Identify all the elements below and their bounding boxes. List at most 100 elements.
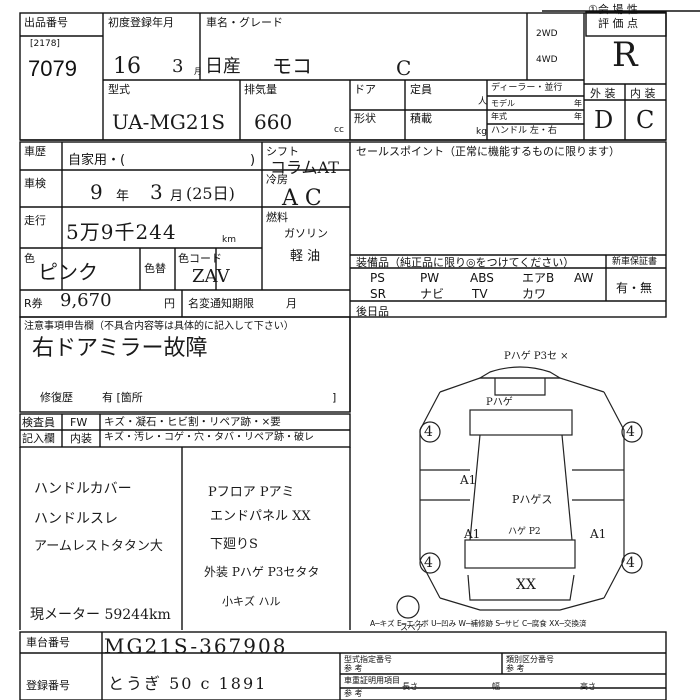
recycle-label: R券 — [24, 297, 43, 310]
capacity-unit: 人 — [478, 97, 488, 107]
model-year-label: モデル — [491, 99, 515, 108]
lot-number: 7079 — [28, 56, 77, 81]
first-reg-year: 16 — [113, 54, 141, 79]
displacement-unit: cc — [334, 125, 344, 135]
length-label: 長さ — [402, 682, 418, 691]
height-label: 高さ — [580, 682, 596, 691]
chassis-value: MG21S-367908 — [104, 634, 288, 658]
load-unit: kg — [476, 127, 487, 137]
shift-value: コラムAT — [270, 158, 339, 177]
dealer-label: ディーラー・並行 — [491, 83, 563, 93]
mileage-unit: km — [222, 235, 236, 245]
diagram-mark: 4 — [626, 555, 635, 571]
interior-label: 内 装 — [630, 87, 656, 100]
displacement-label: 排気量 — [244, 83, 277, 96]
capacity-label: 定員 — [410, 83, 432, 96]
color-label: 色 — [24, 252, 35, 265]
mileage-value: 5万9千244 — [66, 220, 177, 244]
usage-label: 車歴 — [24, 145, 46, 158]
year-label: 年式 — [491, 112, 507, 121]
car-model: モコ — [272, 54, 312, 78]
car-maker: 日産 — [205, 56, 241, 77]
lot-sub-number: [2178] — [30, 39, 60, 49]
comment-line: 現メーター 59244km — [30, 607, 171, 623]
comment-line: Pフロア Pアミ — [208, 485, 295, 500]
notice-unit: 月 — [286, 297, 297, 310]
equip-airbag: エアB — [522, 271, 555, 285]
exterior-label: 外 装 — [590, 87, 616, 100]
comment-line: アームレストタタン大 — [34, 539, 163, 554]
equip-tv: TV — [472, 287, 488, 301]
equip-leather: カワ — [522, 287, 547, 301]
fuel-label: 燃料 — [266, 211, 288, 224]
chassis-label: 車台番号 — [26, 636, 70, 649]
diagram-mark: Pハゲ P3セ × — [504, 351, 569, 362]
lot-label: 出品番号 — [24, 16, 68, 29]
registration-value: とうぎ 50 c 1891 — [108, 674, 268, 693]
doors-label: ドア — [354, 83, 376, 96]
registration-label: 登録番号 — [26, 679, 70, 692]
interior-grade: C — [636, 106, 655, 134]
drive-4wd: 4WD — [536, 55, 558, 65]
usage-value: 自家用・( — [68, 153, 126, 168]
after-sale-label: 後日品 — [356, 305, 389, 318]
input-label: 記入欄 — [22, 432, 55, 445]
model-code-label: 型式 — [108, 83, 130, 96]
handle-label: ハンドル 左・右 — [491, 126, 557, 136]
comment-line: 小キズ ハル — [222, 595, 281, 608]
comment-line: 外装 Pハゲ P3セタタ — [204, 565, 320, 579]
sales-point-label: セールスポイント（正常に機能するものに限ります） — [356, 145, 620, 158]
recycle-value: 9,670 — [60, 290, 112, 311]
equip-aw: AW — [574, 271, 594, 285]
grade-label: 評 価 点 — [598, 17, 638, 30]
car-grade: C — [396, 56, 412, 80]
category-label: 類別区分番号 — [506, 655, 554, 664]
diagram-mark: Pハゲス — [512, 493, 553, 506]
overall-grade: R — [612, 35, 638, 75]
diagram-mark: A1 — [464, 527, 481, 541]
inspection-year: 9 — [90, 180, 103, 204]
width-label: 幅 — [492, 682, 500, 691]
inspection-label: 車検 — [24, 177, 46, 190]
repair-value: 有 [箇所 — [102, 391, 143, 404]
car-diagram — [396, 366, 643, 619]
equip-pw: PW — [420, 271, 440, 285]
ac-label: 冷房 — [266, 173, 288, 186]
diagram-mark: Pハゲ — [486, 397, 513, 408]
inspection-year-unit: 年 — [116, 189, 130, 204]
diagram-mark: ハゲ P2 — [508, 527, 541, 537]
mileage-label: 走行 — [24, 214, 46, 227]
displacement-value: 660 — [254, 110, 293, 134]
diagram-mark: A1 — [460, 473, 477, 487]
equipment-label: 装備品（純正品に限り◎をつけてください） — [356, 256, 575, 269]
comment-line: ハンドルカバー — [34, 481, 132, 497]
ac-value: A C — [282, 186, 322, 211]
comment-line: エンドパネル XX — [210, 509, 311, 524]
category-sub: 参 考 — [506, 664, 525, 673]
color-change-label: 色替 — [144, 262, 166, 275]
usage-close: ) — [250, 153, 256, 168]
inspector-label: 検査員 — [22, 416, 55, 429]
damage-legend: A─キズ E─エクボ U─凹み W─補修跡 S─サビ C─腐食 XX─交換済 — [370, 619, 587, 628]
first-reg-month: 3 — [172, 56, 184, 77]
inspection-month: 3 — [150, 180, 163, 204]
cert-sub: 参 考 — [344, 664, 363, 673]
warranty-value: 有・無 — [616, 281, 653, 295]
diagram-mark: XX — [516, 577, 536, 593]
fuel-diesel: 軽 油 — [290, 249, 321, 264]
model-code-value: UA-MG21S — [112, 110, 226, 134]
equip-ps: PS — [370, 271, 385, 285]
exterior-check-items: キズ・凝石・ヒビ割・リペア跡・×要 — [104, 416, 281, 428]
equip-navi: ナビ — [420, 287, 445, 301]
model-year-unit: 年 — [574, 99, 582, 108]
inspection-month-unit: 月 — [170, 189, 184, 204]
cert-label: 型式指定番号 — [344, 655, 392, 664]
inspection-day: (25日) — [186, 184, 235, 203]
equip-abs: ABS — [470, 271, 494, 285]
first-reg-label: 初度登録年月 — [108, 16, 174, 29]
equip-sr: SR — [370, 287, 386, 301]
year-unit: 年 — [574, 112, 582, 121]
fuel-gasoline: ガソリン — [284, 227, 328, 240]
color-value: ピンク — [38, 260, 98, 284]
